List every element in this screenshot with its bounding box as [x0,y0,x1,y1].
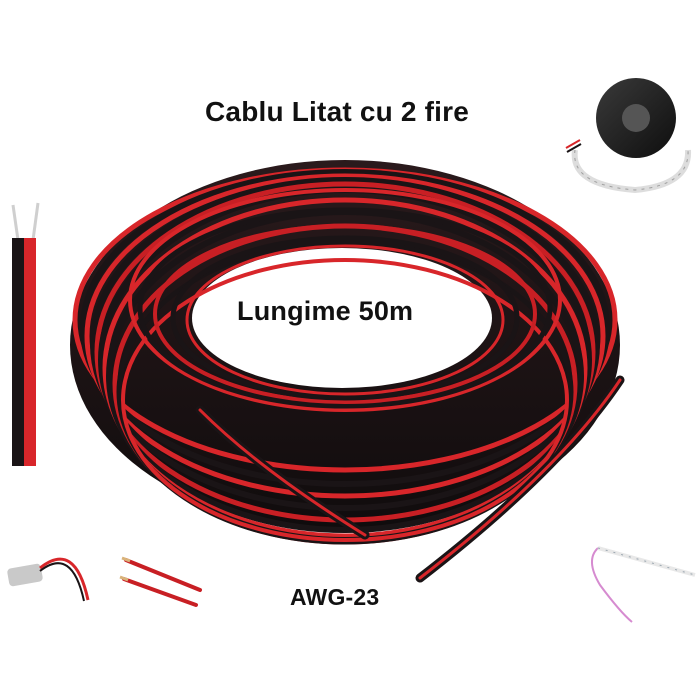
cable-coil-photo [70,160,625,583]
stripped-wire-pieces-photo [119,556,202,607]
product-title: Cablu Litat cu 2 fire [205,96,470,127]
length-label: Lungime 50m [237,296,414,326]
led-controller-connector-photo [7,557,90,602]
led-strip-wire-photo [591,546,696,623]
led-strip-reel-photo [565,78,692,194]
gauge-label: AWG-23 [290,584,380,610]
cable-cross-section-photo [11,202,40,466]
